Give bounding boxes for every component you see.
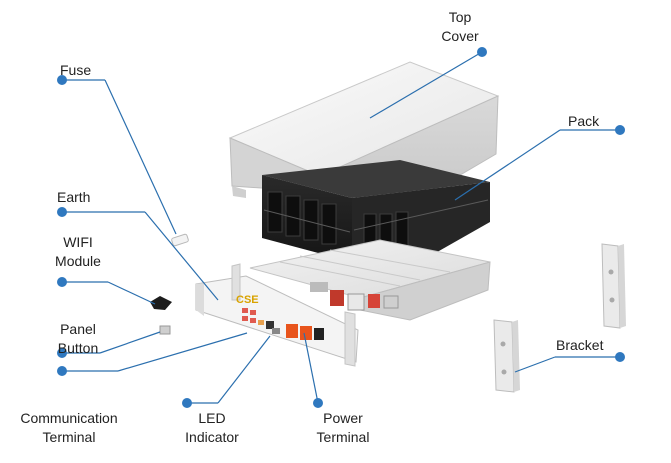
panel-button-part [159, 325, 171, 335]
leader-lines [62, 51, 620, 404]
fuse-part [171, 233, 189, 247]
label-fuse: Fuse [60, 62, 92, 78]
label-led-indicator: LED Indicator [185, 410, 239, 445]
front-panel-part [195, 263, 359, 367]
power-terminal-block [286, 324, 324, 340]
base-tray-part [249, 239, 491, 321]
wifi-module-part [150, 296, 172, 310]
label-top-cover: Top Cover [441, 9, 479, 44]
label-communication-terminal: Communication Terminal [20, 410, 118, 445]
label-panel-button: Panel Button [57, 321, 99, 356]
panel-logo: CSE [236, 294, 259, 306]
label-bracket: Bracket [556, 337, 604, 353]
label-wifi-module: WIFI Module [55, 234, 101, 269]
bracket-parts [493, 243, 626, 393]
label-pack: Pack [568, 113, 600, 129]
label-power-terminal: Power Terminal [316, 410, 370, 445]
led-cluster [242, 308, 274, 329]
label-dots [57, 47, 625, 408]
label-earth: Earth [57, 189, 91, 205]
